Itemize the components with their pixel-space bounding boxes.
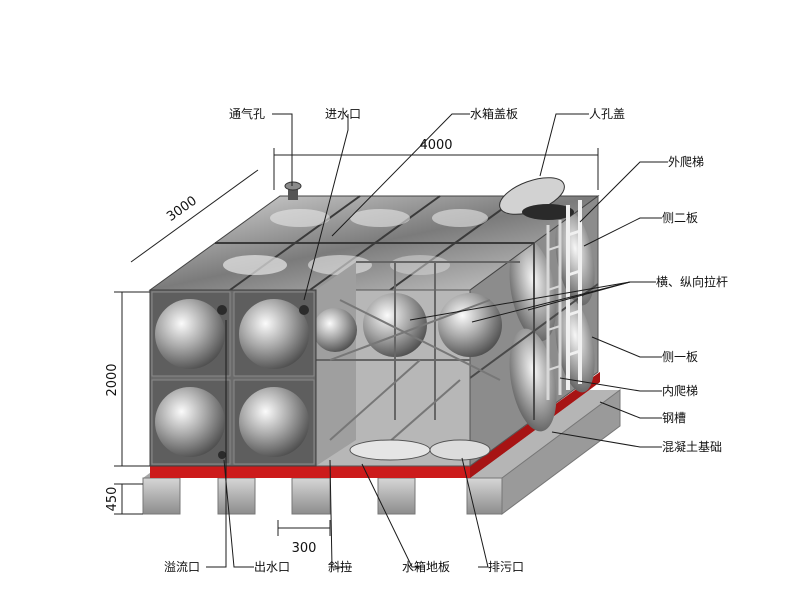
- dimension-lines: [114, 148, 599, 536]
- label-steel-channel: 钢槽: [662, 411, 686, 425]
- interior-panel-dome: [313, 308, 357, 352]
- side-panel-dome: [555, 297, 595, 393]
- label-manhole-cover: 人孔盖: [589, 107, 625, 121]
- floor-panel-dome: [349, 439, 431, 461]
- label-concrete-foundation: 混凝土基础: [662, 439, 722, 454]
- label-tie-rods: 横、纵向拉杆: [656, 274, 728, 289]
- dimension-height: 2000: [105, 363, 120, 396]
- front-panel: [233, 379, 315, 465]
- label-tank-floor-plate: 水箱地板: [402, 559, 450, 574]
- label-diagonal-brace: 斜拉: [328, 559, 352, 574]
- vent-fitting: [284, 181, 302, 200]
- label-water-outlet: 出水口: [254, 560, 290, 574]
- floor-panel-dome: [429, 439, 491, 461]
- inlet-fitting: [299, 305, 309, 315]
- tank-front-face: [149, 289, 317, 467]
- label-vent-hole: 通气孔: [229, 106, 265, 121]
- dimension-length: 4000: [419, 138, 452, 153]
- label-side-plate-1: 侧一板: [662, 350, 698, 364]
- dimension-width: 3000: [164, 193, 200, 224]
- overflow-fitting: [217, 305, 227, 315]
- label-drain-outlet: 排污口: [488, 560, 524, 574]
- leader-lines: [206, 113, 668, 568]
- label-side-plate-2: 侧二板: [662, 211, 698, 225]
- interior-panel-dome: [438, 293, 502, 357]
- manhole-cover: [499, 177, 574, 220]
- dimension-spacing: 300: [292, 541, 317, 556]
- front-panel: [151, 379, 231, 465]
- side-panel-dome: [555, 210, 595, 306]
- outlet-fitting: [218, 451, 226, 459]
- front-panel: [233, 291, 315, 377]
- label-overflow-outlet: 溢流口: [164, 560, 200, 574]
- front-panel: [151, 291, 231, 377]
- label-inner-ladder: 内爬梯: [662, 384, 698, 398]
- label-water-inlet: 进水口: [325, 107, 361, 121]
- label-tank-cover-plate: 水箱盖板: [470, 106, 518, 121]
- concrete-strip: [466, 389, 621, 515]
- label-outer-ladder: 外爬梯: [668, 155, 704, 169]
- dimension-base-height: 450: [105, 487, 120, 512]
- tank-interior: [313, 220, 562, 467]
